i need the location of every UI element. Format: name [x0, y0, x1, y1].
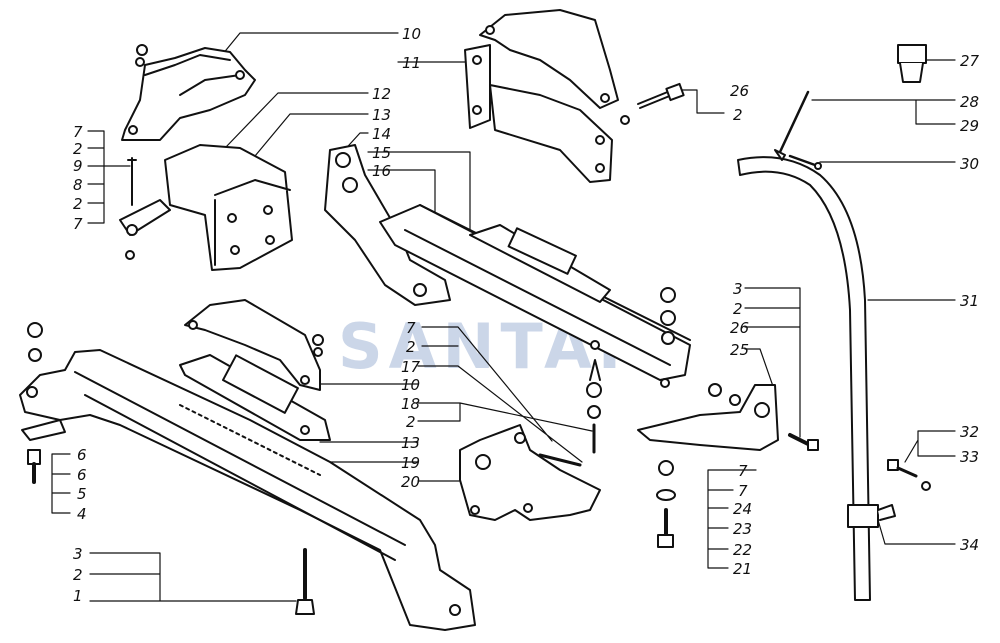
callout-2: 2: [406, 413, 416, 431]
callout-12: 12: [372, 85, 392, 103]
callout-6: 6: [77, 466, 87, 484]
callout-25: 25: [730, 341, 750, 359]
callout-17: 17: [401, 358, 421, 376]
lower-support: [179, 299, 331, 441]
callout-7: 7: [73, 123, 83, 141]
callout-7: 7: [406, 319, 416, 337]
plug-27: [897, 44, 927, 83]
nut-stack: [586, 287, 676, 454]
upper-support-middle: [464, 9, 630, 183]
callout-4: 4: [77, 505, 87, 523]
upper-support-left: [121, 44, 256, 141]
bolt-26-lower: [788, 433, 819, 451]
callout-33: 33: [960, 448, 980, 466]
callout-28: 28: [960, 93, 980, 111]
callout-27: 27: [960, 52, 980, 70]
callout-7: 7: [738, 462, 748, 480]
callout-18: 18: [401, 395, 421, 413]
callout-2: 2: [733, 300, 743, 318]
callout-20: 20: [401, 473, 421, 491]
callout-10: 10: [401, 376, 421, 394]
callout-6: 6: [77, 446, 87, 464]
callout-32: 32: [960, 423, 980, 441]
callout-2: 2: [733, 106, 743, 124]
callout-29: 29: [960, 117, 980, 135]
callout-21: 21: [733, 560, 753, 578]
callout-11: 11: [402, 54, 422, 72]
callout-24: 24: [733, 500, 753, 518]
callout-13: 13: [372, 106, 392, 124]
callout-9: 9: [73, 157, 83, 175]
callout-8: 8: [73, 176, 83, 194]
callout-22: 22: [733, 541, 753, 559]
callout-34: 34: [960, 536, 980, 554]
callout-7: 7: [738, 482, 748, 500]
callout-2: 2: [73, 566, 83, 584]
bolt-1: [295, 548, 315, 615]
bolt-stack-21-24: [656, 460, 676, 548]
callout-10: 10: [402, 25, 422, 43]
callout-13: 13: [401, 434, 421, 452]
callout-3: 3: [733, 280, 743, 298]
callout-2: 2: [73, 140, 83, 158]
bolt-26: [637, 82, 685, 109]
callout-2: 2: [406, 338, 416, 356]
callout-26: 26: [730, 319, 750, 337]
bolt-6: [27, 449, 41, 484]
lever-31: [737, 156, 896, 601]
bracket-25: [637, 383, 779, 451]
callout-1: 1: [73, 587, 83, 605]
bolt-32: [887, 459, 931, 491]
bracket-20: [459, 424, 601, 521]
callout-26: 26: [730, 82, 750, 100]
callout-19: 19: [401, 454, 421, 472]
callout-15: 15: [372, 144, 392, 162]
mounting-bracket: [119, 144, 293, 271]
callout-16: 16: [372, 162, 392, 180]
callout-5: 5: [77, 485, 87, 503]
slide-rail-upper: [324, 144, 691, 388]
callout-31: 31: [960, 292, 980, 310]
callout-23: 23: [733, 520, 753, 538]
callout-7: 7: [73, 215, 83, 233]
callout-2: 2: [73, 195, 83, 213]
callout-3: 3: [73, 545, 83, 563]
rod-28: [774, 90, 822, 170]
long-rail-19: [19, 322, 476, 631]
callout-30: 30: [960, 155, 980, 173]
callout-14: 14: [372, 125, 392, 143]
